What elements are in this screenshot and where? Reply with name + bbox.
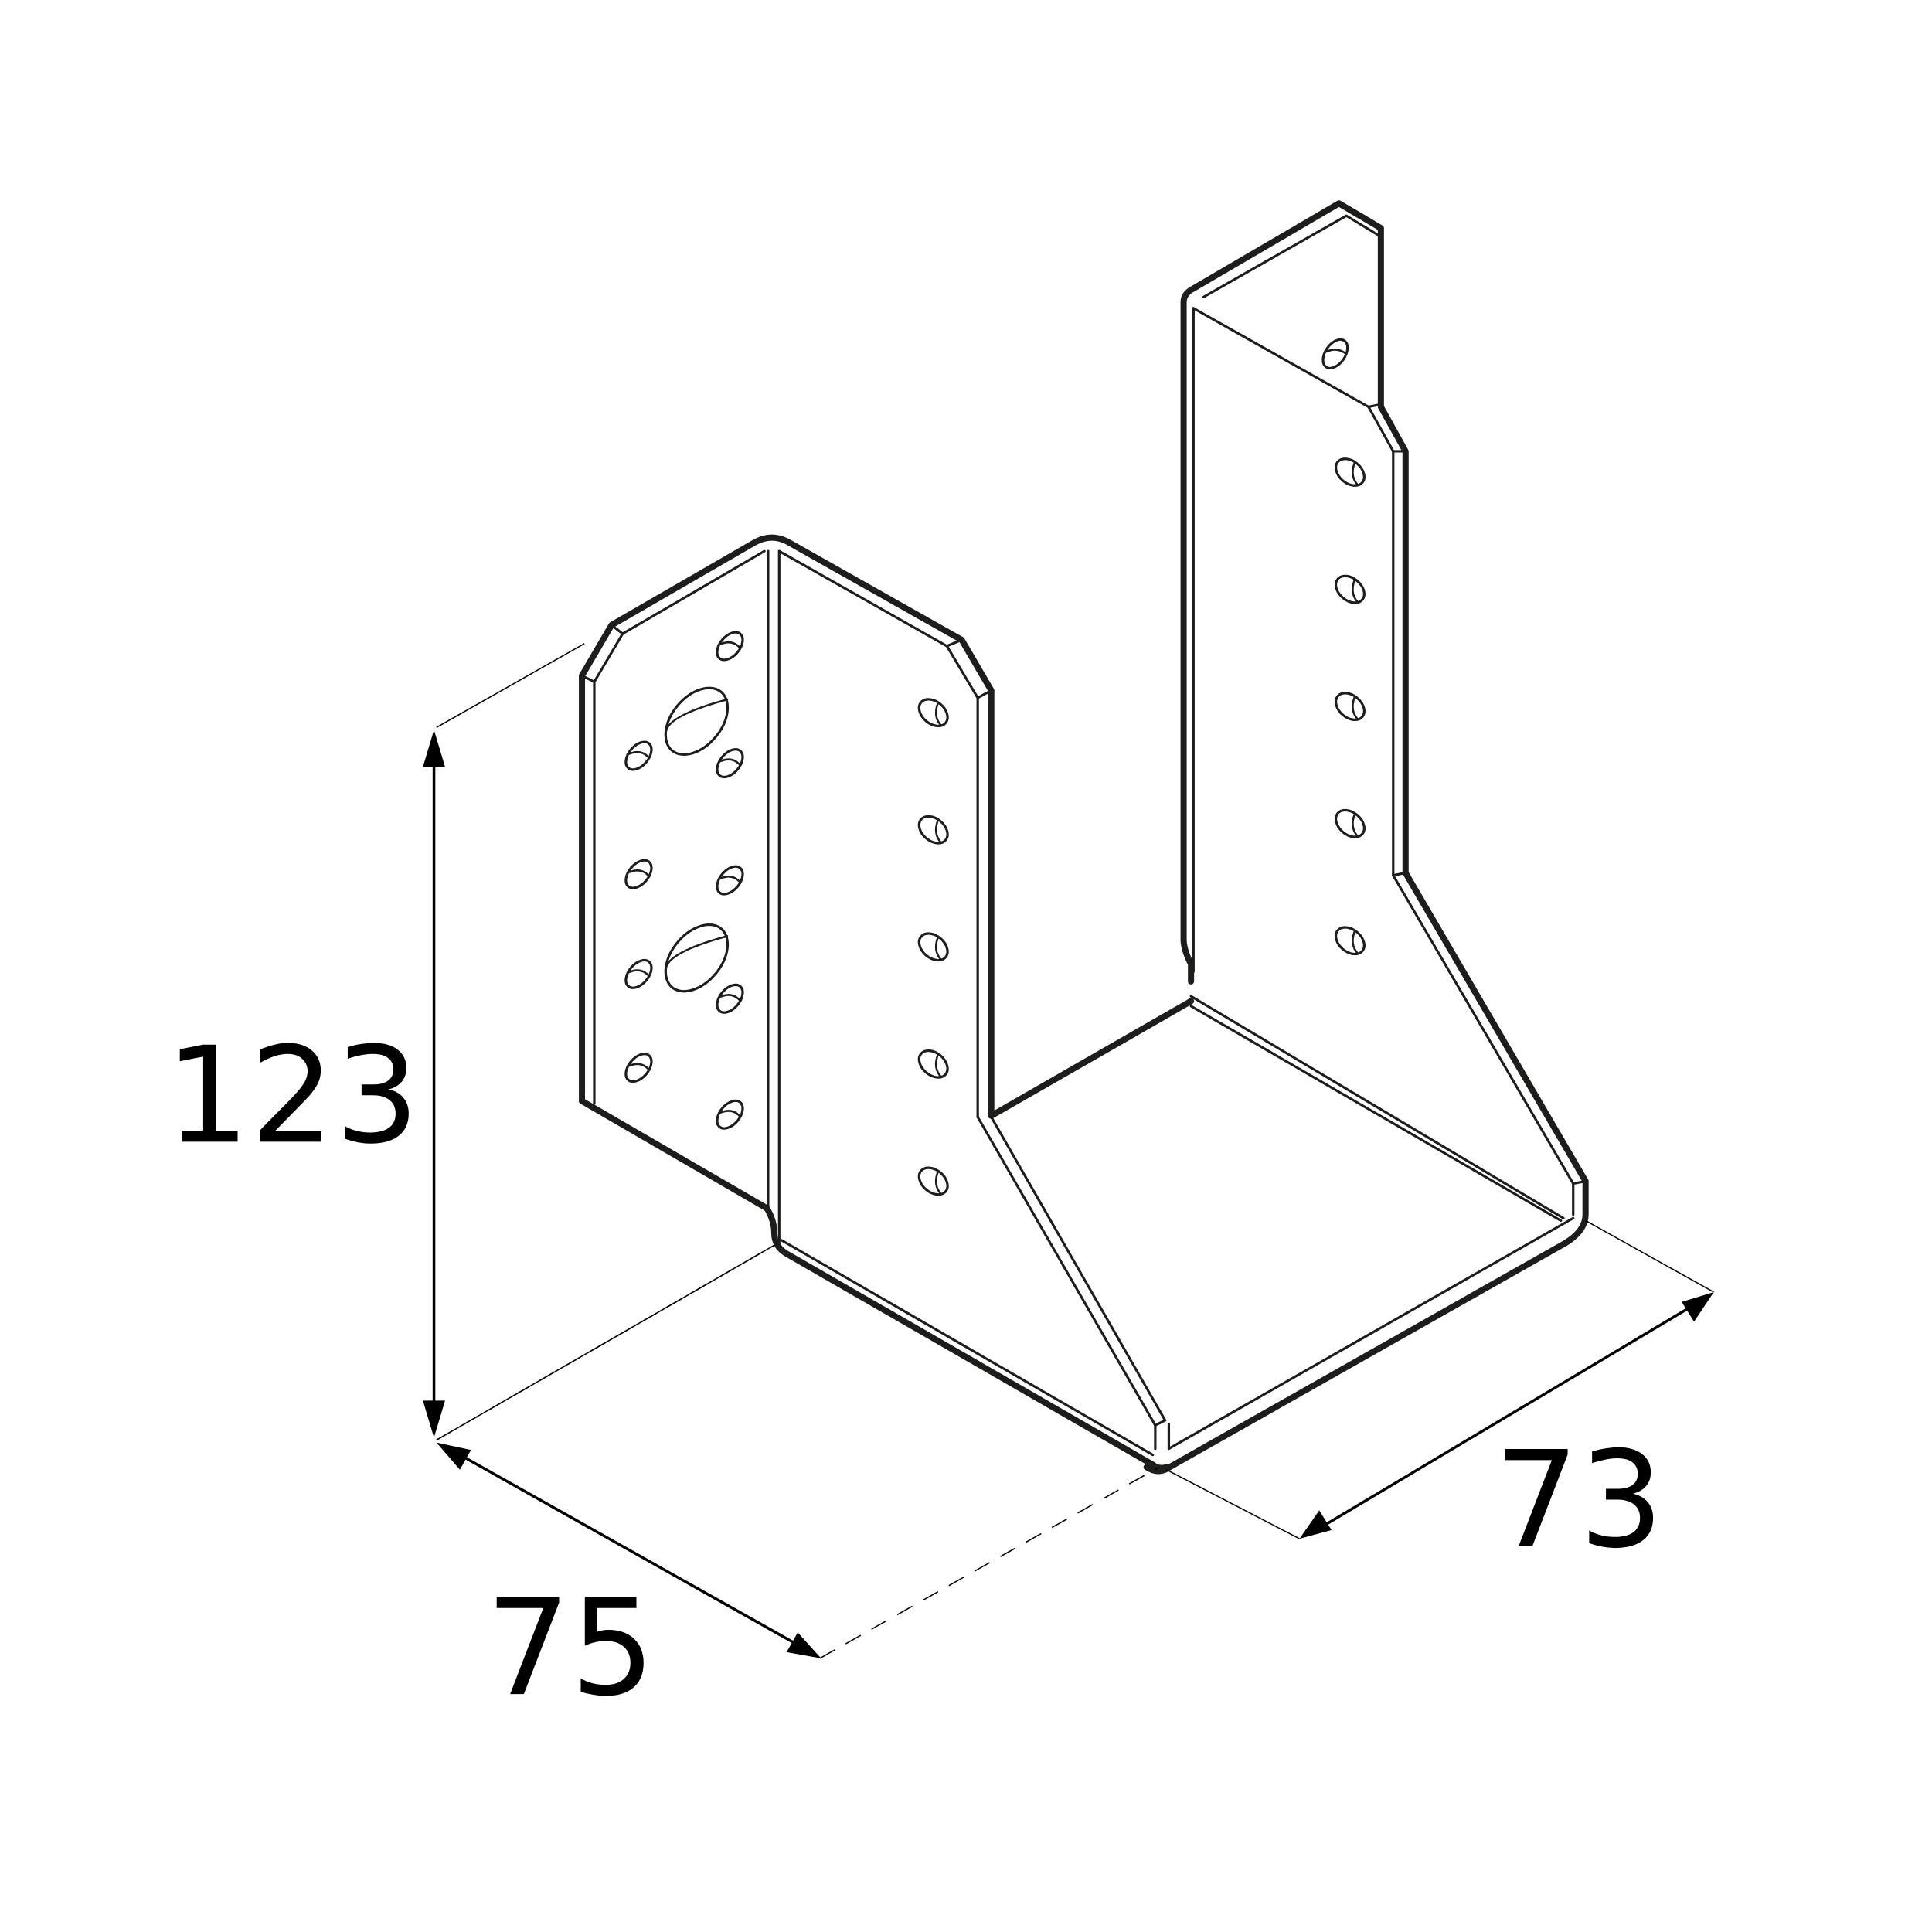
hole [917, 932, 949, 962]
dimension-label-width: 75 [486, 1570, 655, 1726]
large-hole [664, 923, 730, 993]
hole [917, 815, 949, 845]
hole [1321, 338, 1349, 369]
hole [917, 698, 949, 728]
hole [624, 958, 653, 989]
hole [716, 865, 744, 896]
right-panel-holes [1321, 338, 1366, 956]
hole [624, 859, 653, 889]
hole [1334, 457, 1366, 487]
dimension-depth [1165, 1219, 1715, 1539]
dimension-label-height: 123 [165, 1018, 420, 1173]
hole [624, 1053, 653, 1083]
hole [624, 740, 653, 771]
large-hole [664, 686, 730, 756]
hole [1334, 808, 1366, 838]
left-side-panel [579, 534, 1195, 1471]
hole [1334, 926, 1366, 956]
hole [716, 631, 744, 662]
left-panel-outer-holes [624, 631, 744, 1130]
hole [716, 983, 744, 1014]
hole [1334, 692, 1366, 722]
hole [716, 748, 744, 779]
left-panel-inner-holes [917, 698, 949, 1196]
dimension-width [436, 1442, 1160, 1659]
hole [716, 1099, 744, 1130]
extension-line-dashed [436, 1244, 775, 1441]
hole [917, 1166, 949, 1196]
hole [917, 1049, 949, 1079]
dimension-label-depth: 73 [1495, 1423, 1664, 1578]
hole [1334, 574, 1366, 604]
right-side-panel [1143, 200, 1589, 1475]
